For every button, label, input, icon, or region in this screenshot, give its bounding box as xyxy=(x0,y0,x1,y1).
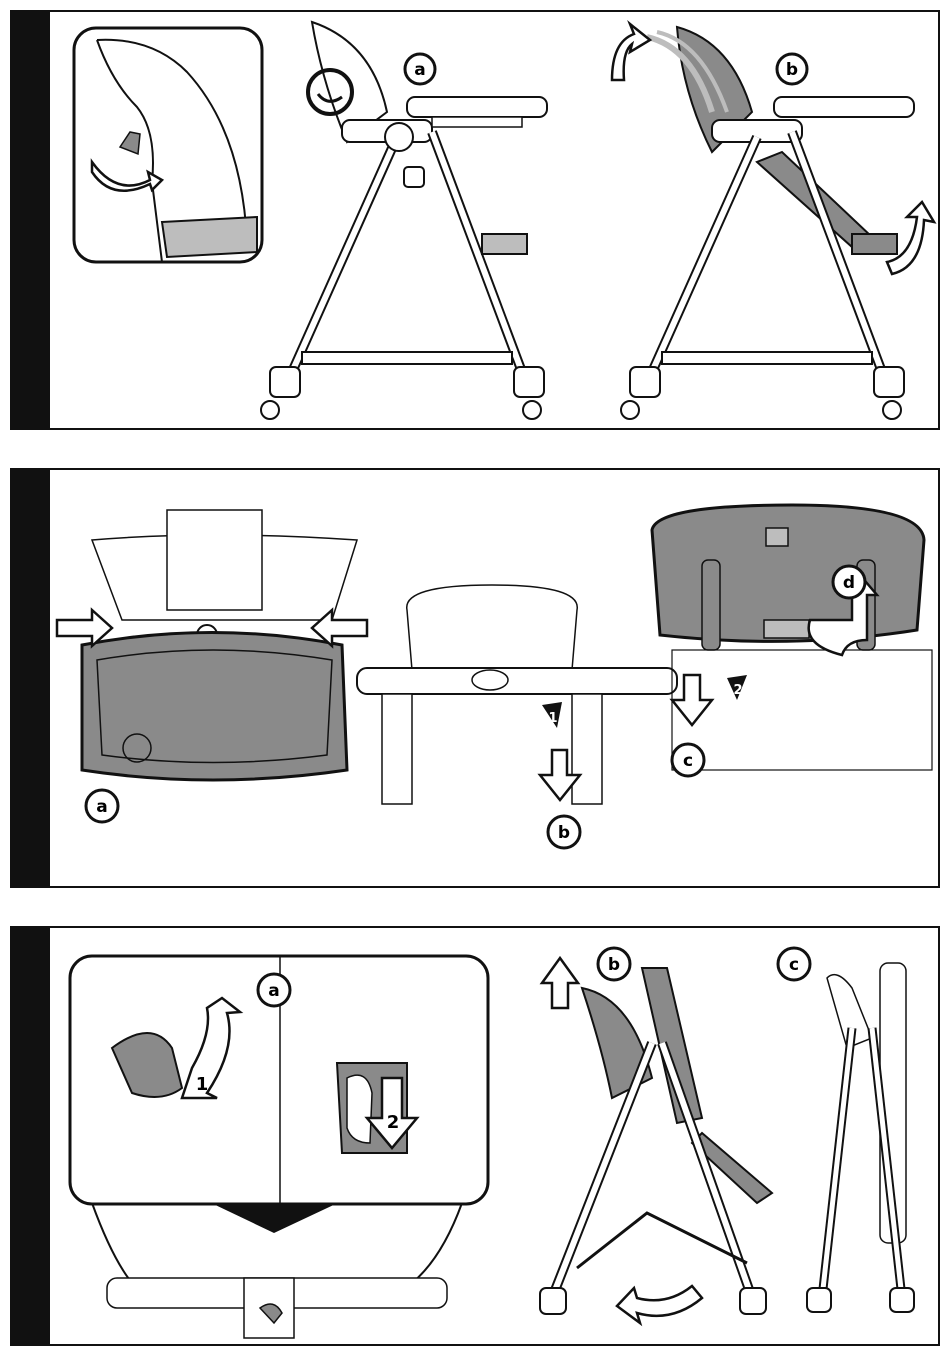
step-2-marker: 2 xyxy=(387,1112,400,1133)
step-label-b: b xyxy=(608,955,620,975)
step-1-marker: 1 xyxy=(196,1074,209,1095)
tray-lifted-view-cd: 2 c d xyxy=(652,505,932,776)
step-label-a: a xyxy=(414,60,425,80)
inset-recline-lever xyxy=(74,28,262,262)
step-1-marker: 1 xyxy=(548,711,557,726)
panel-recline-adjust: a b xyxy=(10,10,940,430)
step-label-c: c xyxy=(683,751,693,771)
chair-front-view-b: 1 b xyxy=(357,585,677,848)
panel-1-illustration: a b xyxy=(12,12,940,430)
step-label-a: a xyxy=(96,797,107,817)
step-label-a: a xyxy=(268,981,279,1001)
panel-tray-removal: a 1 b 2 c xyxy=(10,468,940,888)
high-chair-side-a: a xyxy=(261,22,547,419)
step-2-marker: 2 xyxy=(733,683,742,698)
step-label-c: c xyxy=(789,955,799,975)
step-label-b: b xyxy=(558,823,570,843)
panel-fold-chair: 1 2 a b xyxy=(10,926,940,1346)
high-chair-side-b: b xyxy=(612,24,934,419)
step-label-d: d xyxy=(843,573,855,593)
tray-front-view-a: a xyxy=(57,510,367,822)
panel-3-illustration: 1 2 a b xyxy=(12,928,940,1346)
chair-folding-b: b xyxy=(540,948,772,1323)
panel-2-illustration: a 1 b 2 c xyxy=(12,470,940,888)
chair-folded-c: c xyxy=(778,948,914,1312)
inset-fold-release: 1 2 a xyxy=(70,956,488,1338)
step-label-b: b xyxy=(786,60,798,80)
